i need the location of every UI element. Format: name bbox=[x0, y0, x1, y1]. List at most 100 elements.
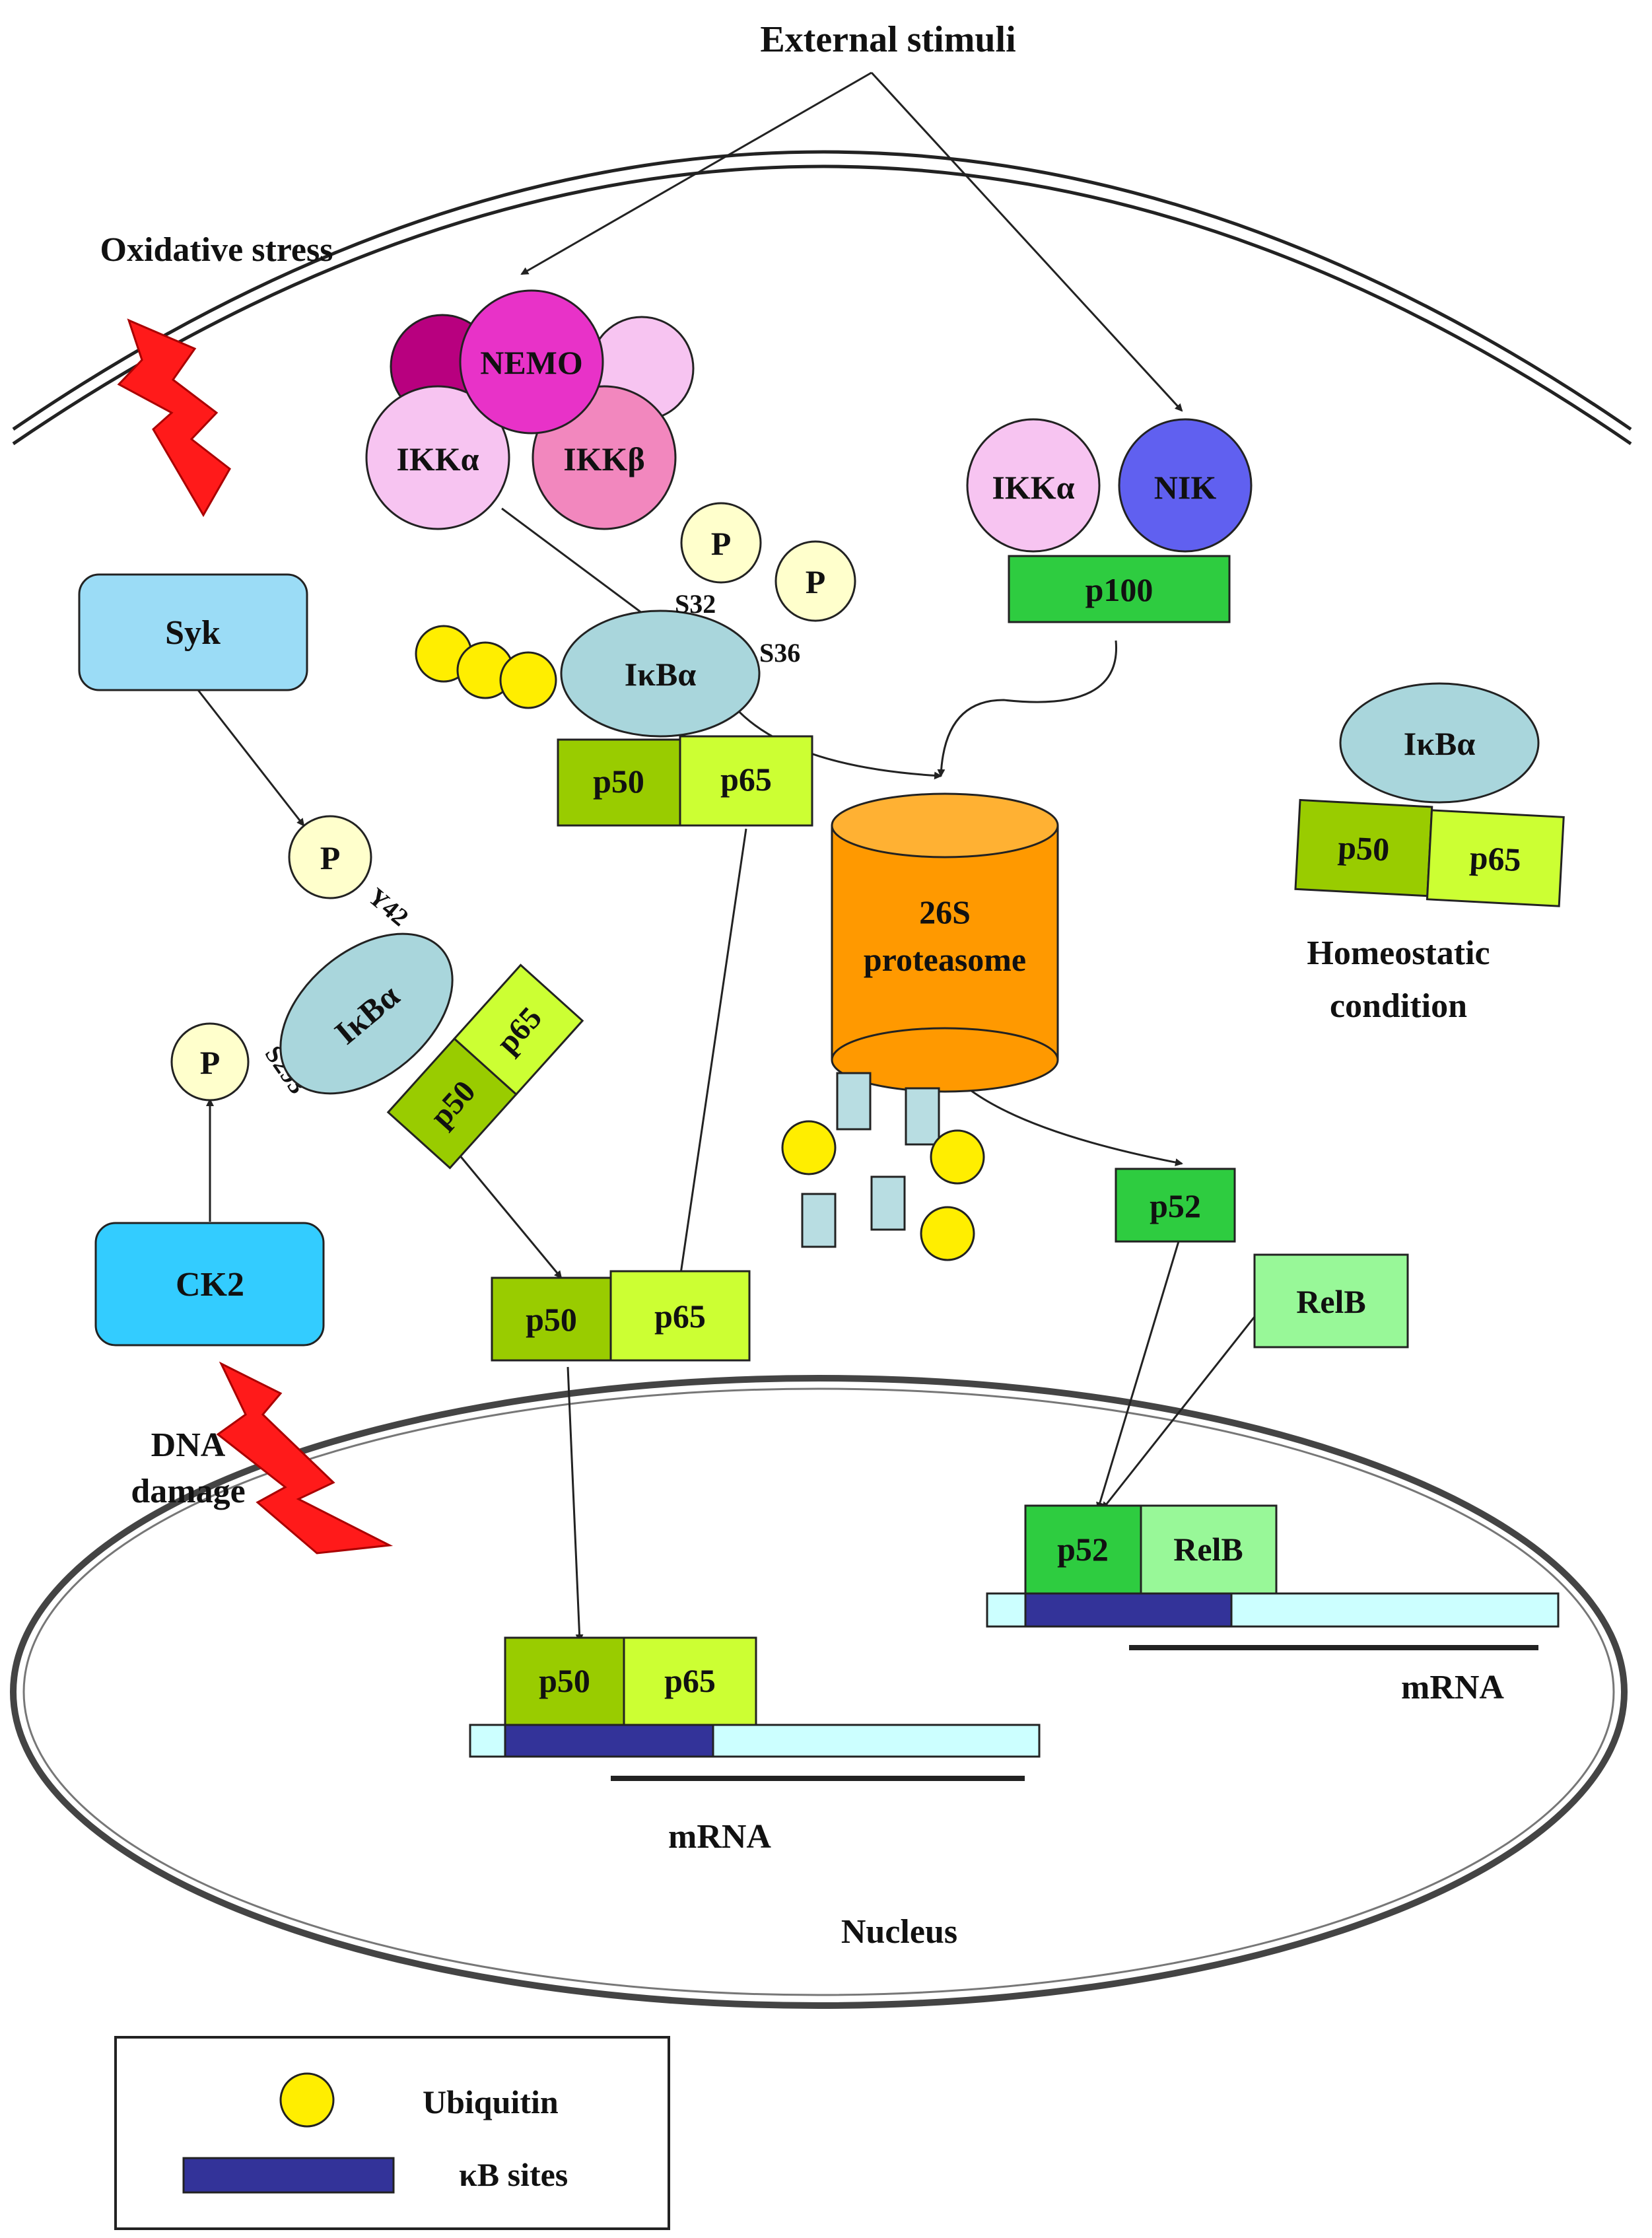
site-y42-label: Y42 bbox=[362, 883, 413, 932]
dna-damage-label-line2: damage bbox=[131, 1473, 245, 1510]
site-s36-label: S36 bbox=[759, 638, 800, 668]
dna-damage-lightning-icon bbox=[216, 1361, 394, 1555]
mrna-label-2: mRNA bbox=[1401, 1669, 1504, 1706]
nuclear-p50-p65-on-dna: p50 p65 mRNA bbox=[469, 1636, 1041, 1856]
ubiquitin-chain bbox=[415, 625, 557, 709]
p52-cytoplasm: p52 bbox=[1115, 1168, 1236, 1243]
p50-label-homeostatic: p50 bbox=[1337, 829, 1391, 868]
p65-box-nuclear bbox=[623, 1636, 757, 1726]
arrow-tyr-complex-to-free-dimer bbox=[448, 1142, 563, 1279]
phosphate-s36-label: P bbox=[806, 563, 826, 600]
nemo-label: NEMO bbox=[480, 344, 583, 381]
nucleus-envelope bbox=[10, 1375, 1628, 2009]
p50-label-free: p50 bbox=[526, 1301, 577, 1338]
relb-box-cytoplasm bbox=[1253, 1253, 1409, 1348]
syk-kinase: Syk bbox=[78, 573, 308, 691]
oxidative-stress-lightning-icon bbox=[117, 318, 231, 517]
phosphate-s36: P bbox=[774, 540, 856, 622]
legend-ubiquitin-label: Ubiquitin bbox=[423, 2083, 559, 2120]
fragment-3 bbox=[801, 1193, 837, 1248]
phosphate-y42-label: P bbox=[320, 839, 341, 876]
arrow-relb-to-nuclear bbox=[1101, 1304, 1266, 1510]
syk-box bbox=[78, 573, 308, 691]
ikk-alpha-label: IKKα bbox=[396, 440, 479, 477]
proteasome-label-line2: proteasome bbox=[864, 941, 1026, 978]
p100-box bbox=[1008, 555, 1231, 623]
phosphate-s32: P bbox=[680, 502, 762, 584]
p50-box-1 bbox=[557, 738, 681, 827]
p65-box-free bbox=[609, 1270, 751, 1362]
arrow-stimuli-to-nik bbox=[870, 71, 1183, 412]
legend: Ubiquitin κB sites bbox=[114, 2036, 670, 2230]
legend-ubiquitin-icon bbox=[279, 2072, 335, 2128]
arrow-p65-to-free-dimer bbox=[677, 828, 747, 1279]
proteasome-body bbox=[832, 825, 1058, 1060]
p50-label-1: p50 bbox=[593, 763, 644, 800]
p100-label: p100 bbox=[1085, 571, 1153, 608]
p65-label-homeostatic: p65 bbox=[1468, 839, 1522, 878]
p65-box-1 bbox=[679, 735, 813, 827]
fragment-2 bbox=[905, 1087, 940, 1146]
ck2-label: CK2 bbox=[176, 1266, 244, 1304]
p65-box-2 bbox=[453, 963, 584, 1096]
p65-box-homeostatic bbox=[1426, 809, 1565, 907]
p52-label-nuclear: p52 bbox=[1057, 1531, 1109, 1568]
cell-membrane bbox=[12, 150, 1632, 446]
free-ubiquitin-3 bbox=[920, 1206, 975, 1261]
legend-kb-sites-label: κB sites bbox=[459, 2156, 568, 2193]
ikb-alpha-label-3: IκBα bbox=[1404, 725, 1476, 762]
relb-box-nuclear bbox=[1140, 1504, 1278, 1595]
ubiquitin-3 bbox=[499, 651, 557, 709]
ikk-complex: NEMO IKKα IKKβ bbox=[365, 289, 695, 530]
legend-box bbox=[114, 2036, 670, 2230]
relb-label-nuclear: RelB bbox=[1173, 1531, 1243, 1568]
ikb-alpha-label-1: IκBα bbox=[625, 656, 697, 693]
ikk-beta-label: IKKβ bbox=[563, 440, 645, 477]
p50-label-nuclear: p50 bbox=[539, 1662, 590, 1699]
relb-cytoplasm: RelB bbox=[1253, 1253, 1409, 1348]
degradation-products bbox=[781, 1072, 985, 1261]
nucleus-envelope-inner bbox=[22, 1387, 1615, 1996]
p50-box-nuclear bbox=[504, 1636, 625, 1726]
ikb-alpha-homeostatic bbox=[1339, 682, 1540, 804]
syk-label: Syk bbox=[165, 614, 221, 652]
nik-subunit bbox=[1118, 418, 1253, 553]
ikk-alpha-subunit bbox=[365, 385, 510, 530]
kb-site-2 bbox=[1024, 1592, 1233, 1628]
p65-label-free: p65 bbox=[654, 1298, 706, 1335]
nuclear-p52-relb-on-dna: p52 RelB mRNA bbox=[986, 1504, 1560, 1706]
free-ubiquitin-2 bbox=[930, 1129, 985, 1185]
free-ubiquitin-1 bbox=[781, 1120, 837, 1175]
ck2-box bbox=[94, 1222, 325, 1346]
p52-box-cytoplasm bbox=[1115, 1168, 1236, 1243]
legend-kb-site-icon bbox=[182, 2157, 395, 2194]
site-s32-label: S32 bbox=[675, 589, 716, 619]
ikb-alpha-tyrosine-phosphorylated bbox=[279, 932, 454, 1095]
kb-site-1 bbox=[504, 1724, 714, 1758]
phosphate-s32-label: P bbox=[711, 525, 732, 562]
p50-box-free bbox=[491, 1276, 612, 1362]
oxidative-stress-label: Oxidative stress bbox=[100, 231, 333, 269]
ikk-alpha-nik-partner bbox=[966, 418, 1101, 553]
ck2-kinase: CK2 bbox=[94, 1222, 325, 1346]
proteasome-bottom bbox=[831, 1027, 1059, 1093]
phosphate-s293-label: P bbox=[200, 1044, 221, 1081]
fragment-4 bbox=[870, 1175, 906, 1231]
homeostatic-label-line1: Homeostatic bbox=[1307, 934, 1490, 972]
p50-p65-dimer-cytoplasm-1: p50 p65 bbox=[557, 735, 813, 827]
nik-p100-complex: IKKα NIK p100 bbox=[966, 418, 1253, 623]
p50-p65-dimer-free: p50 p65 bbox=[491, 1270, 751, 1362]
fragment-1 bbox=[836, 1072, 872, 1131]
arrow-syk-to-p bbox=[197, 689, 305, 827]
phosphate-y42: P bbox=[288, 815, 372, 899]
p65-label-1: p65 bbox=[720, 761, 772, 798]
arrow-stimuli-to-nemo bbox=[520, 71, 872, 275]
arrow-free-dimer-to-nucleus bbox=[567, 1366, 584, 1642]
p65-label-nuclear: p65 bbox=[664, 1662, 716, 1699]
phosphate-s293: P bbox=[170, 1022, 250, 1102]
p52-label-cytoplasm: p52 bbox=[1150, 1187, 1201, 1224]
nik-label: NIK bbox=[1154, 469, 1217, 506]
proteasome-top bbox=[831, 792, 1059, 858]
homeostatic-label-line2: condition bbox=[1330, 987, 1467, 1025]
